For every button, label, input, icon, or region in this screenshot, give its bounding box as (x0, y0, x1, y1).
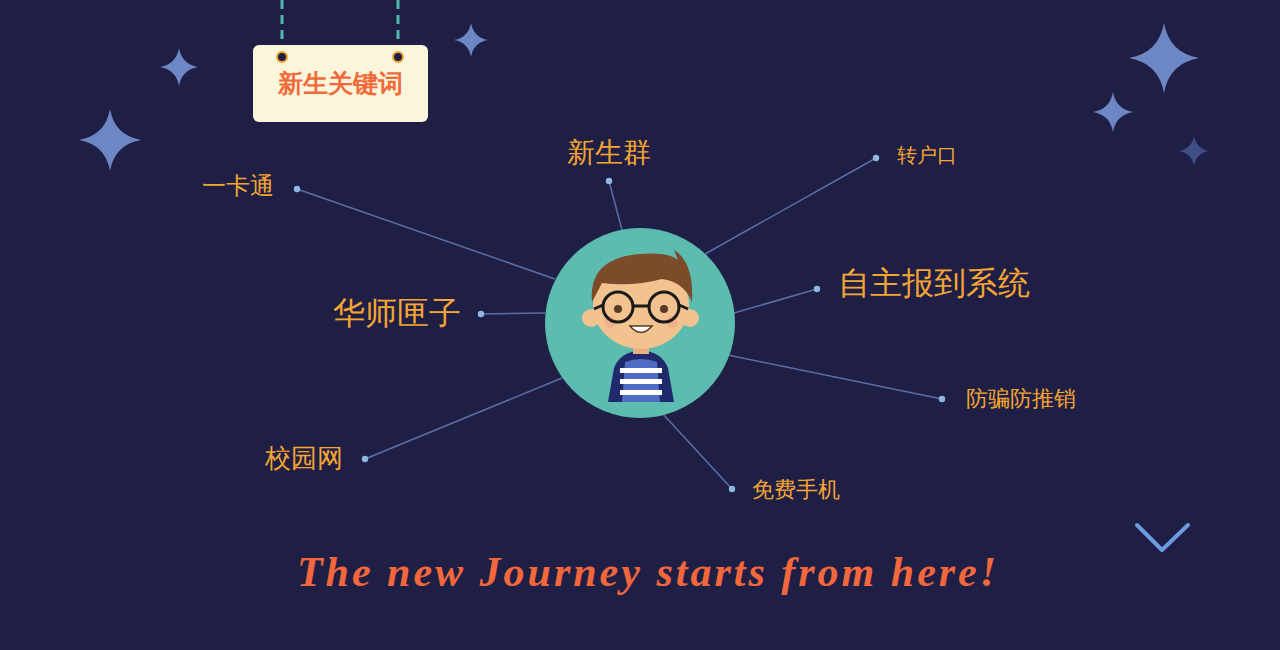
keyword-sign: 新生关键词 (253, 45, 428, 122)
leader-dots (294, 155, 945, 492)
keyword-label: 校园网 (265, 443, 343, 474)
keyword-label: 免费手机 (752, 477, 840, 503)
keyword-label: 防骗防推销 (966, 386, 1076, 412)
keyword-label: 一卡通 (202, 172, 274, 201)
keyword-label: 华师匣子 (333, 294, 461, 332)
sign-pins (277, 52, 403, 62)
keyword-label: 转户口 (897, 143, 957, 167)
keyword-label: 新生群 (567, 136, 651, 170)
stars (79, 23, 1209, 171)
caption-text: The new Journey starts from here! (297, 547, 999, 597)
leader-lines (297, 158, 942, 489)
keyword-label: 自主报到系统 (838, 264, 1030, 302)
scroll-chevron (1137, 525, 1188, 550)
sign-text: 新生关键词 (253, 69, 428, 99)
avatar-circle (545, 228, 735, 418)
boy-figure (582, 250, 699, 402)
